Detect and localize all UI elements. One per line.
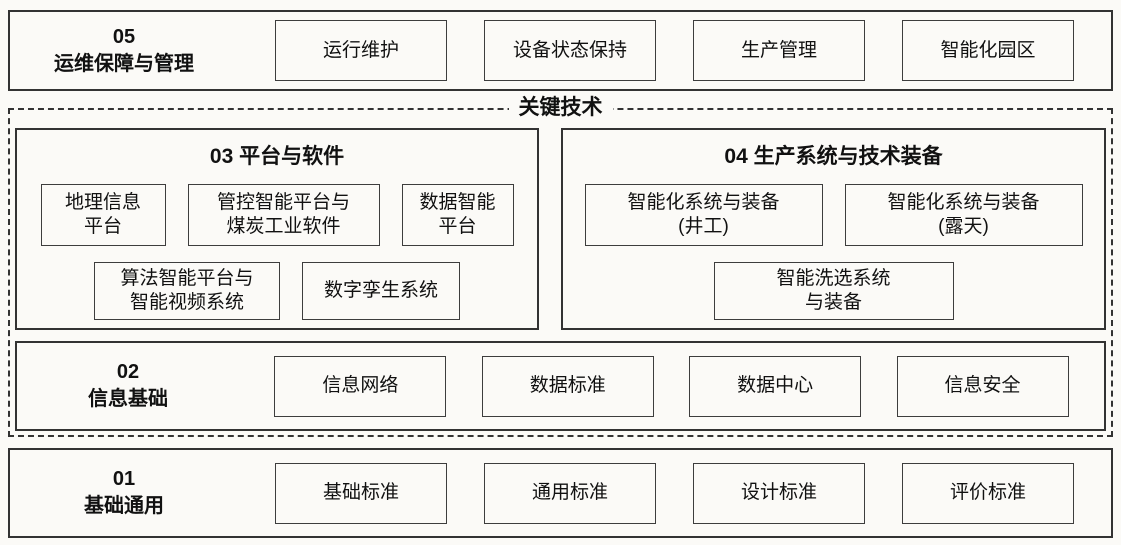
item-box: 数据标准 bbox=[481, 355, 654, 417]
item-box: 智能洗选系统 与装备 bbox=[713, 262, 954, 320]
section-04-title: 04 生产系统与技术装备 bbox=[724, 145, 943, 168]
layer-02-number: 02 bbox=[116, 361, 140, 383]
item-box: 评价标准 bbox=[902, 462, 1074, 524]
layer-02-items: 信息网络 数据标准 数据中心 信息安全 bbox=[239, 355, 1104, 417]
layer-02-title: 信息基础 bbox=[88, 388, 168, 410]
section-04-row-2: 智能洗选系统 与装备 bbox=[563, 262, 1104, 320]
item-box: 数据中心 bbox=[689, 355, 862, 417]
section-03-row-1: 地理信息 平台 管控智能平台与 煤炭工业软件 数据智能 平台 bbox=[17, 184, 537, 246]
section-04-row-1: 智能化系统与装备 (井工) 智能化系统与装备 (露天) bbox=[563, 184, 1104, 246]
item-box: 数字孪生系统 bbox=[302, 262, 460, 320]
layer-05-items: 运行维护 设备状态保持 生产管理 智能化园区 bbox=[238, 20, 1111, 81]
layer-05-title: 运维保障与管理 bbox=[54, 52, 194, 75]
item-box: 地理信息 平台 bbox=[40, 184, 166, 246]
layer-05-operation-management: 05 运维保障与管理 运行维护 设备状态保持 生产管理 智能化园区 bbox=[8, 10, 1113, 91]
item-box: 设备状态保持 bbox=[484, 20, 656, 81]
layer-05-label: 05 运维保障与管理 bbox=[10, 24, 238, 78]
item-box: 智能化园区 bbox=[902, 20, 1074, 81]
item-box: 数据智能 平台 bbox=[401, 184, 514, 246]
key-technology-sections: 03 平台与软件 地理信息 平台 管控智能平台与 煤炭工业软件 数据智能 平台 … bbox=[15, 128, 1106, 330]
layer-01-items: 基础标准 通用标准 设计标准 评价标准 bbox=[238, 462, 1111, 524]
item-box: 生产管理 bbox=[693, 20, 865, 81]
layer-01-basic-general: 01 基础通用 基础标准 通用标准 设计标准 评价标准 bbox=[8, 448, 1113, 538]
key-technology-label: 关键技术 bbox=[508, 95, 613, 121]
key-technology-group: 关键技术 03 平台与软件 地理信息 平台 管控智能平台与 煤炭工业软件 数据智… bbox=[8, 95, 1113, 437]
item-box: 智能化系统与装备 (井工) bbox=[584, 184, 823, 246]
item-box: 通用标准 bbox=[484, 462, 656, 524]
section-04-production-systems-equipment: 04 生产系统与技术装备 智能化系统与装备 (井工) 智能化系统与装备 (露天)… bbox=[561, 128, 1106, 330]
item-box: 设计标准 bbox=[693, 462, 865, 524]
item-box: 管控智能平台与 煤炭工业软件 bbox=[187, 184, 380, 246]
item-box: 运行维护 bbox=[275, 20, 447, 81]
layer-01-label: 01 基础通用 bbox=[10, 466, 238, 520]
section-03-platform-software: 03 平台与软件 地理信息 平台 管控智能平台与 煤炭工业软件 数据智能 平台 … bbox=[15, 128, 539, 330]
section-03-row-2: 算法智能平台与 智能视频系统 数字孪生系统 bbox=[17, 262, 537, 320]
item-box: 信息安全 bbox=[896, 355, 1069, 417]
layer-01-number: 01 bbox=[112, 468, 136, 490]
layer-02-label: 02 信息基础 bbox=[17, 359, 239, 413]
layer-01-title: 基础通用 bbox=[84, 495, 164, 517]
item-box: 信息网络 bbox=[274, 355, 447, 417]
item-box: 基础标准 bbox=[275, 462, 447, 524]
item-box: 智能化系统与装备 (露天) bbox=[844, 184, 1083, 246]
section-03-title: 03 平台与软件 bbox=[209, 145, 345, 168]
item-box: 算法智能平台与 智能视频系统 bbox=[94, 262, 280, 320]
layer-05-number: 05 bbox=[112, 25, 136, 48]
layer-02-information-foundation: 02 信息基础 信息网络 数据标准 数据中心 信息安全 bbox=[15, 341, 1106, 431]
